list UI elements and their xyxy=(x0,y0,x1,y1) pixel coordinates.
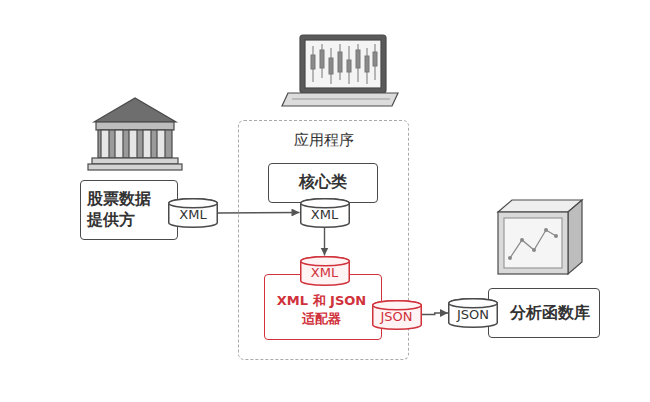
flow-arrow xyxy=(218,212,300,214)
data-cylinder: JSON xyxy=(448,298,498,328)
flow-arrow xyxy=(422,313,449,315)
data-cylinder: XML xyxy=(168,198,218,228)
cylinder-label: JSON xyxy=(380,310,412,323)
cylinder-top xyxy=(300,198,349,207)
library-box: 分析函数库 xyxy=(488,288,600,338)
cylinder-label: JSON xyxy=(457,308,489,321)
core-class-box: 核心类 xyxy=(268,163,378,203)
library-box-icon xyxy=(498,200,582,274)
box-label: 核心类 xyxy=(299,172,347,193)
cylinder-top xyxy=(372,300,421,309)
application-region: 应用程序核心类 XML XML 和 JSON 适配器 XML JSON xyxy=(238,120,409,360)
cylinder-body xyxy=(449,299,498,327)
cylinder-top xyxy=(300,256,349,265)
box-label: 分析函数库 xyxy=(510,303,590,324)
cylinder-label: XML xyxy=(311,266,338,279)
bank-icon xyxy=(88,98,182,170)
data-cylinder: XML xyxy=(300,198,350,228)
cylinder-top xyxy=(449,299,498,308)
data-cylinder: JSON xyxy=(372,300,422,330)
region-title: 应用程序 xyxy=(239,131,408,150)
cylinder-label: XML xyxy=(179,208,206,221)
flow-arrow xyxy=(324,228,325,256)
provider-box: 股票数据 提供方 xyxy=(80,180,178,240)
cylinder-label: XML xyxy=(311,208,338,221)
cylinder-body xyxy=(169,199,218,227)
cylinder-top xyxy=(169,199,218,208)
cylinder-body xyxy=(372,300,421,328)
cylinder-body xyxy=(300,198,349,226)
data-cylinder: XML xyxy=(300,256,350,286)
laptop-icon xyxy=(282,35,398,106)
box-label: 股票数据 提供方 xyxy=(87,189,157,231)
cylinder-body xyxy=(300,256,349,284)
box-label: XML 和 JSON 适配器 xyxy=(272,292,372,328)
